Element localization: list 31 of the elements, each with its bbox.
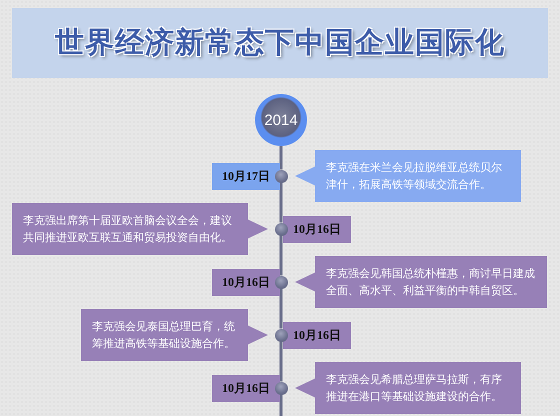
date-label: 10月16日 (293, 220, 341, 238)
timeline-dot (274, 222, 288, 236)
speech-bubble (12, 203, 268, 255)
timeline-line (280, 236, 282, 276)
year-circle (255, 94, 307, 146)
event-text: 李克强会见韩国总统朴槿惠，商讨早日建成全面、高水平、利益平衡的中韩自贸区。 (326, 266, 536, 299)
timeline-line (280, 288, 282, 328)
timeline-line (280, 394, 282, 416)
title-text: 世界经济新常态下中国企业国际化 (55, 24, 505, 61)
date-tag (283, 216, 351, 242)
event-text: 李克强会见泰国总理巴育，统筹推进高铁等基础设施合作。 (92, 319, 236, 352)
event-text: 李克强在米兰会见拉脱维亚总统贝尔津什，拓展高铁等领域交流合作。 (326, 160, 503, 193)
date-tag (212, 268, 280, 296)
speech-bubble (295, 150, 521, 202)
speech-bubble (295, 362, 521, 414)
speech-bubble (295, 256, 547, 308)
date-label: 10月17日 (222, 168, 270, 184)
timeline-dot (274, 328, 288, 342)
date-label: 10月16日 (222, 274, 270, 290)
year-label: 2014 (264, 112, 298, 128)
timeline-line (280, 182, 282, 222)
date-tag (283, 322, 351, 348)
date-tag (212, 162, 280, 190)
event-text: 李克强出席第十届亚欧首脑会议全会，建议共同推进亚欧互联互通和贸易投资自由化。 (23, 213, 233, 246)
event-text: 李克强会见希腊总理萨马拉斯，有序推进在港口等基础设施建设的合作。 (326, 372, 503, 405)
date-label: 10月16日 (293, 326, 341, 344)
timeline-line (280, 146, 282, 170)
date-tag (212, 374, 280, 402)
speech-bubble (81, 309, 268, 361)
date-label: 10月16日 (222, 380, 270, 396)
timeline-line (280, 342, 282, 382)
